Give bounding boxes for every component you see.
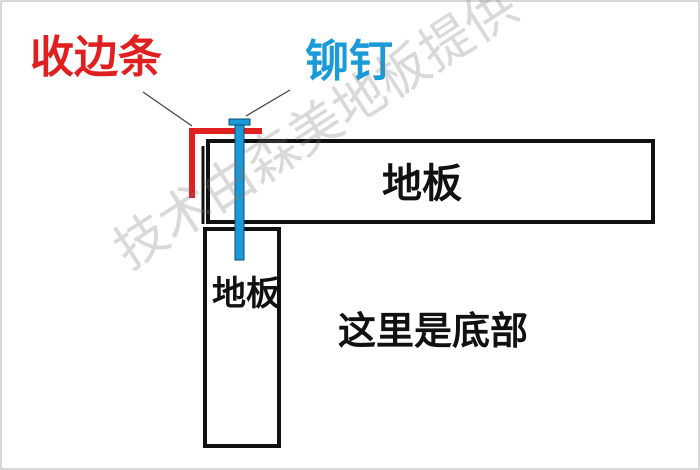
trim-strip-label: 收边条 — [30, 32, 162, 83]
rivet-label: 铆钉 — [305, 36, 393, 87]
rivet-leader-line — [245, 89, 291, 117]
bottom-note-label: 这里是底部 — [338, 309, 529, 353]
floor-board-vertical — [203, 227, 281, 448]
floor-board-horizontal — [206, 139, 655, 224]
rivet-head — [228, 118, 251, 126]
floor-horizontal-label: 地板 — [382, 161, 462, 207]
trim-leader-line — [142, 91, 193, 127]
floor-vertical-label: 地板 — [212, 274, 280, 314]
